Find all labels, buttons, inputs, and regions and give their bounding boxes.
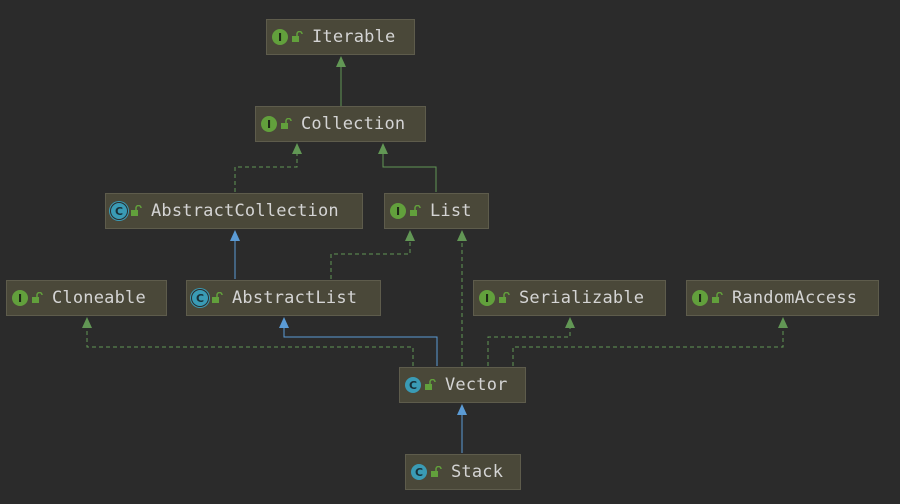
interface-icon: I (12, 290, 28, 306)
interface-icon: I (272, 29, 288, 45)
node-iterable[interactable]: I Iterable (266, 19, 415, 55)
node-label: Serializable (519, 288, 645, 308)
arrow-randomaccess (778, 317, 788, 328)
node-abstract-collection[interactable]: C AbstractCollection (105, 193, 363, 229)
class-icon: C (411, 464, 427, 480)
unlock-icon (712, 292, 723, 303)
arrow-iterable (336, 56, 346, 67)
arrow-list-left (405, 230, 415, 241)
node-label: RandomAccess (732, 288, 858, 308)
unlock-icon (32, 292, 43, 303)
arrow-list-right (457, 230, 467, 241)
node-label: AbstractList (232, 288, 358, 308)
edge-list-collection (382, 153, 437, 192)
arrow-collection-right (378, 143, 388, 154)
abstract-class-icon: C (192, 290, 208, 306)
edge-vector-randomaccess (512, 327, 784, 366)
unlock-icon (431, 466, 442, 477)
edge-vector-abstractlist (283, 327, 438, 366)
node-label: List (430, 201, 472, 221)
unlock-icon (292, 31, 303, 42)
edge-abstractlist-list (330, 240, 411, 279)
class-icon: C (405, 377, 421, 393)
edge-vector-serializable (487, 327, 571, 366)
unlock-icon (410, 205, 421, 216)
node-label: Vector (445, 375, 508, 395)
node-cloneable[interactable]: I Cloneable (6, 280, 167, 316)
edge-vector-cloneable (86, 327, 414, 366)
node-label: Cloneable (52, 288, 146, 308)
node-abstract-list[interactable]: C AbstractList (186, 280, 381, 316)
unlock-icon (212, 292, 223, 303)
node-label: Collection (301, 114, 406, 134)
node-list[interactable]: I List (384, 193, 489, 229)
unlock-icon (281, 118, 292, 129)
arrow-collection-left (292, 143, 302, 154)
arrow-cloneable (82, 317, 92, 328)
unlock-icon (131, 205, 142, 216)
arrow-serializable (565, 317, 575, 328)
edge-abstractcollection-collection (234, 153, 298, 192)
node-label: Iterable (312, 27, 396, 47)
arrow-vector (457, 404, 467, 415)
node-stack[interactable]: C Stack (405, 454, 521, 490)
node-random-access[interactable]: I RandomAccess (686, 280, 879, 316)
node-label: AbstractCollection (151, 201, 339, 221)
node-serializable[interactable]: I Serializable (473, 280, 666, 316)
node-label: Stack (451, 462, 504, 482)
node-vector[interactable]: C Vector (399, 367, 526, 403)
arrow-abstractcollection (230, 230, 240, 241)
abstract-class-icon: C (111, 203, 127, 219)
unlock-icon (499, 292, 510, 303)
unlock-icon (425, 379, 436, 390)
interface-icon: I (479, 290, 495, 306)
interface-icon: I (261, 116, 277, 132)
interface-icon: I (692, 290, 708, 306)
node-collection[interactable]: I Collection (255, 106, 426, 142)
arrow-abstractlist (279, 317, 289, 328)
interface-icon: I (390, 203, 406, 219)
